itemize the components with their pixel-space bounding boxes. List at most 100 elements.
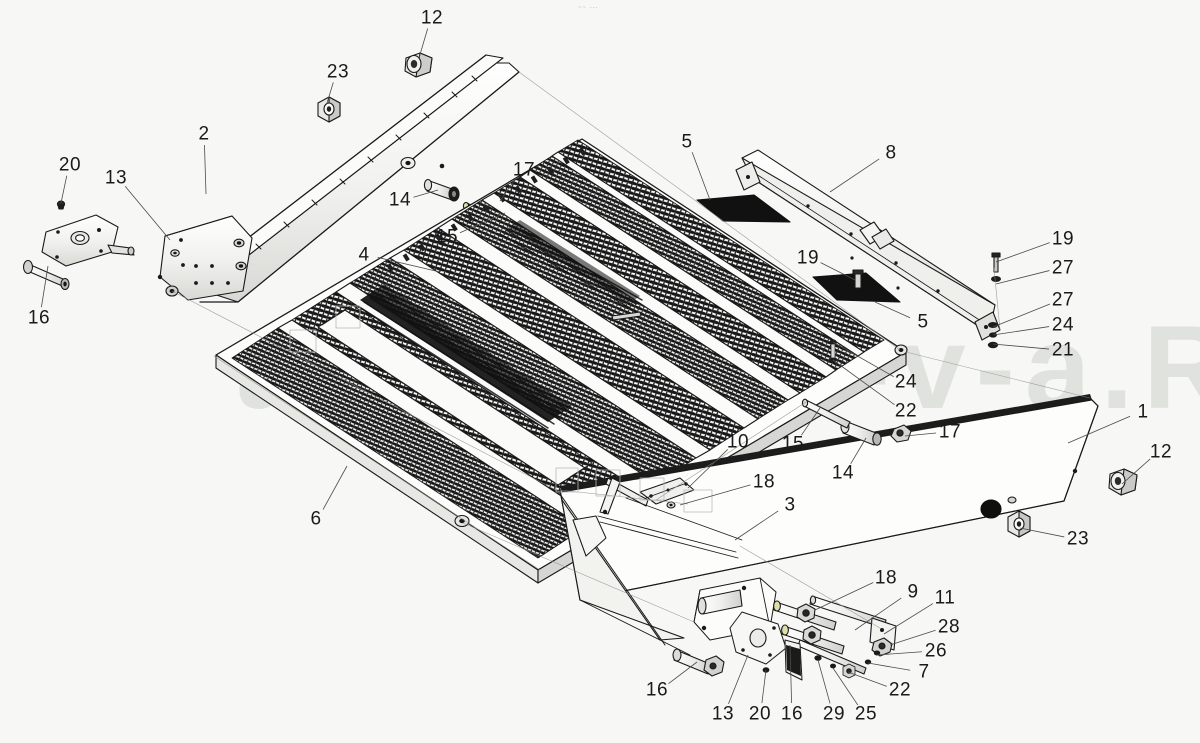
callout-10: 10 [726,431,750,453]
rod-15-lower [801,398,851,429]
callout-11: 11 [934,587,956,609]
leader-line-16 [789,644,792,704]
leader-line-17 [499,178,516,202]
side-rail-1 [559,394,1099,656]
leader-line-15 [459,212,506,234]
callout-9: 9 [907,581,919,603]
leader-line-19 [995,242,1050,263]
bracket-plate-13 [41,214,135,267]
leader-line-20 [761,669,767,704]
callout-17: 17 [512,159,536,181]
callout-12: 12 [420,7,444,29]
callout-18: 18 [752,471,776,493]
leader-line-25 [832,667,859,706]
callout-4: 4 [358,244,370,266]
leader-line-2 [204,144,207,195]
leader-line-18 [814,582,874,611]
leader-line-14 [413,189,439,198]
leader-line-11 [883,603,934,635]
callout-1: 1 [1137,401,1149,423]
sleeve-14-upper [423,178,460,202]
callout-5: 5 [917,311,929,333]
callout-13: 13 [711,703,735,725]
leader-line-9 [854,597,902,631]
leader-line-8 [829,158,880,193]
callout-15: 15 [435,226,459,248]
leader-line-24 [832,341,894,378]
fastener-17-lower [890,424,912,443]
nut-23-top [317,96,341,123]
callout-21: 21 [1051,339,1075,361]
leader-line-16 [668,661,698,685]
callout-24: 24 [1051,314,1075,336]
callout-14: 14 [388,189,412,211]
callout-22: 22 [888,679,912,701]
leader-line-24 [992,326,1050,336]
callout-16: 16 [645,679,669,701]
callout-29: 29 [822,703,846,725]
callout-5: 5 [681,131,693,153]
leader-line-17 [904,432,937,437]
nut-23-lower [1007,510,1031,538]
callout-12: 12 [1149,441,1173,463]
callout-22: 22 [894,400,918,422]
callout-13: 13 [104,167,128,189]
leader-line-16 [40,265,49,308]
callout-23: 23 [1066,528,1090,550]
callout-24: 24 [894,371,918,393]
callout-25: 25 [854,703,878,725]
leader-line-4 [377,257,441,273]
leader-line-23 [1019,527,1065,538]
callout-3: 3 [784,494,796,516]
leader-line-3 [734,510,779,541]
leader-line-13 [124,186,171,241]
lower-mechanism [672,577,897,681]
callout-19: 19 [796,247,820,269]
callout-6: 6 [310,508,322,530]
callout-2: 2 [198,123,210,145]
bolt-12-lower [1108,468,1138,496]
callout-27: 27 [1051,257,1075,279]
leader-line-28 [889,629,936,646]
leader-line-26 [876,651,923,656]
callout-23: 23 [326,61,350,83]
leader-line-13 [728,654,749,705]
leader-line-12 [418,28,429,59]
callout-7: 7 [918,661,930,683]
callout-20: 20 [58,154,82,176]
angle-rail-8 [735,149,1001,341]
callout-26: 26 [924,640,948,662]
leader-line-12 [1121,458,1151,485]
washer-eye-upper [400,156,416,170]
grating-platform-6 [215,138,908,584]
fastener-stack-right [987,252,1001,349]
leader-line-22 [832,359,895,406]
left-arm-beam-2 [157,54,520,303]
callout-16: 16 [27,307,51,329]
bolt-12-top [404,52,433,78]
leader-line-21 [992,343,1050,350]
leader-line-1 [1067,415,1131,444]
leader-line-27 [995,270,1050,285]
callout-17: 17 [938,421,962,443]
leader-line-27 [992,303,1051,328]
leader-line-18 [679,484,751,506]
leader-line-20 [60,175,68,204]
leader-line-6 [322,465,348,510]
leader-line-15 [801,407,821,436]
top-micro-text: ~~ --- [578,5,599,11]
leader-line-5 [691,152,711,201]
leader-line-23 [326,82,334,104]
leader-line-19 [820,262,856,281]
callout-19: 19 [1051,228,1075,250]
callout-27: 27 [1051,289,1075,311]
callout-20: 20 [748,703,772,725]
callout-8: 8 [885,142,897,164]
wedge-blade-5-upper [696,194,791,223]
leader-line-7 [867,662,911,671]
pin-19-platform [852,269,864,289]
leader-line-22 [847,671,887,687]
leader-line-29 [817,659,831,704]
